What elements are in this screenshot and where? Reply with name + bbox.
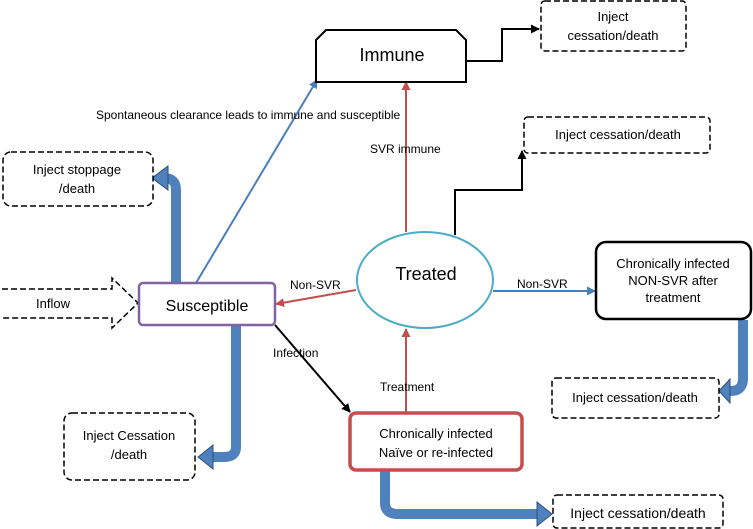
inject-cessation-mid-label: Inject cessation/death [555,127,681,142]
inject-cessation-top-node: Inject cessation/death [540,0,687,52]
exit-arrow-chronic-down [380,470,537,519]
svr-immune-label: SVR immune [370,142,441,156]
exit-arrow-nonsvr-down-head [718,377,731,405]
susceptible-label: Susceptible [166,298,249,315]
inject-cessation-top-label-line2: cessation/death [567,28,658,43]
spontaneous-clearance-label: Spontaneous clearance leads to immune an… [96,108,401,122]
exit-arrow-susceptible-down [212,323,241,462]
inject-cessation-capital-node: Inject Cessation /death [63,412,196,481]
arrow-immune-to-cessation [465,24,540,62]
chronic-naive-label-line1: Chronically infected [379,426,492,441]
inject-cessation-top-label-line1: Inject [597,9,628,24]
inject-stoppage-label-line1: Inject stoppage [33,162,121,177]
chronic-nonsvr-node: Chronically infected NON-SVR after treat… [594,240,753,321]
inject-cessation-bottom-node: Inject cessation/death [552,494,724,529]
inject-cessation-bottom-label: Inject cessation/death [570,505,705,521]
exit-arrow-susceptible-up-head [151,165,169,191]
non-svr-right-label: Non-SVR [517,277,568,291]
chronic-nonsvr-label-line1: Chronically infected [616,256,729,271]
chronic-nonsvr-label-line3: treatment [646,290,701,305]
arrow-infection [274,324,351,413]
arrow-non-svr-left [275,289,357,308]
chronic-naive-node: Chronically infected Naïve or re-infecte… [348,411,524,472]
immune-node: Immune [315,29,467,83]
chronic-nonsvr-label-line2: NON-SVR after [628,273,718,288]
treated-label: Treated [395,264,456,284]
inject-cessation-capital-label-line1: Inject Cessation [83,428,176,443]
inject-cessation-capital-label-line2: /death [111,447,147,462]
inject-cessation-mid-node: Inject cessation/death [523,116,711,154]
exit-arrow-susceptible-up [163,173,181,285]
infection-label: Infection [273,346,318,360]
non-svr-left-label: Non-SVR [290,278,341,292]
inject-cessation-right-node: Inject cessation/death [551,377,720,419]
exit-arrow-susceptible-down-head [197,443,214,471]
treatment-label: Treatment [380,380,435,394]
arrow-spontaneous-clearance [195,79,318,284]
inflow-node: Inflow [2,276,140,330]
inflow-label: Inflow [36,296,71,311]
inject-stoppage-node: Inject stoppage /death [2,151,154,207]
inject-cessation-right-label: Inject cessation/death [572,390,698,405]
chronic-naive-label-line2: Naïve or re-infected [379,445,493,460]
inject-stoppage-label-line2: /death [59,181,95,196]
immune-label: Immune [359,45,424,65]
susceptible-node: Susceptible [137,281,277,327]
exit-arrow-chronic-down-head [536,500,553,528]
arrow-treated-to-cessation [454,150,527,235]
exit-arrow-nonsvr-down [728,320,748,396]
treated-node: Treated [356,231,494,329]
